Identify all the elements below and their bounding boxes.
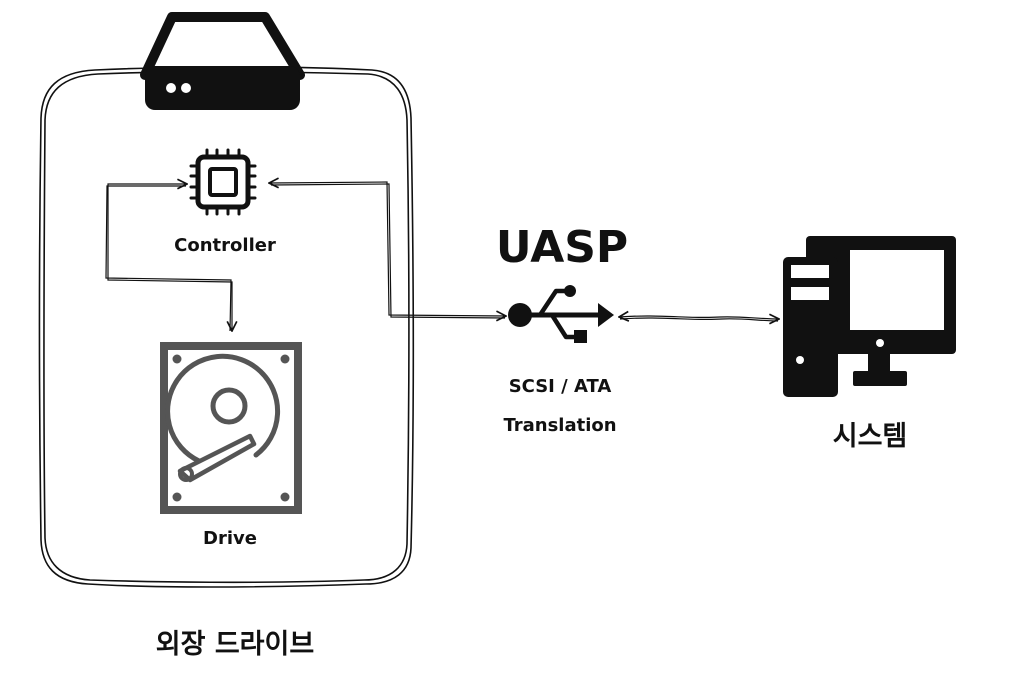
desktop-computer-icon xyxy=(783,236,956,397)
controller-label: Controller xyxy=(174,235,276,256)
external-drive-caption: 외장 드라이브 xyxy=(155,629,315,660)
protocol-title: UASP xyxy=(495,222,629,273)
system-caption: 시스템 xyxy=(832,421,908,452)
connector-controller-to-usb xyxy=(269,182,506,318)
chip-icon xyxy=(189,148,257,216)
translation-line2: Translation xyxy=(503,415,617,436)
connector-drive-to-controller xyxy=(105,184,232,331)
drive-label: Drive xyxy=(203,528,257,549)
connector-usb-to-system xyxy=(619,316,779,321)
external-drive-container xyxy=(38,66,415,588)
usb-icon xyxy=(508,285,614,343)
hard-drive-icon xyxy=(140,12,305,110)
hdd-platter-icon xyxy=(160,342,302,514)
translation-line1: SCSI / ATA xyxy=(508,376,612,397)
